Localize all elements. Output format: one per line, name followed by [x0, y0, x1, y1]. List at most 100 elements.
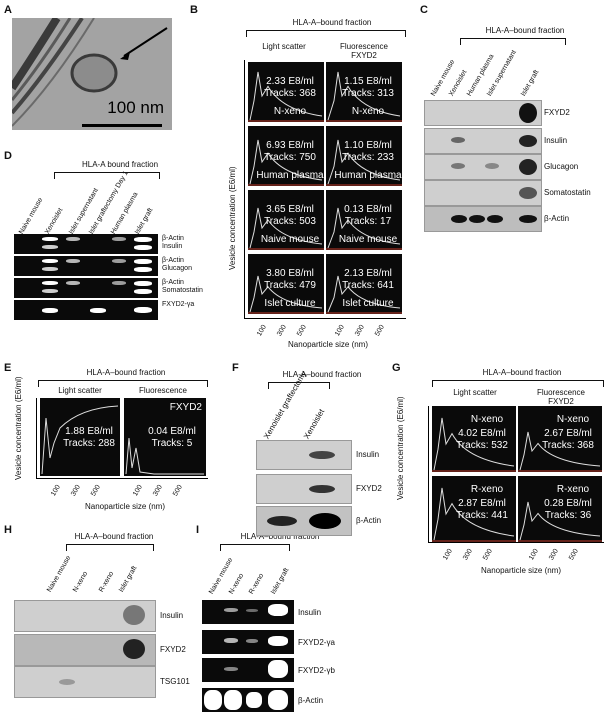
panel-e-tracks-2: Tracks: 5 — [151, 438, 193, 449]
panel-i-label: I — [196, 524, 200, 536]
western-blot-strip — [424, 154, 542, 180]
concentration-label: 2.13 E8/ml — [344, 268, 392, 279]
tick-500: 500 — [172, 483, 184, 498]
sample-label: Islet culture — [342, 298, 394, 309]
gel-row-label: Insulin — [298, 608, 322, 617]
tick-500: 500 — [568, 547, 580, 562]
sample-label: R-xeno — [556, 484, 590, 495]
western-blot-strip — [424, 100, 542, 126]
blot-row-label: Glucagon — [544, 162, 579, 171]
tick-100: 100 — [132, 483, 144, 498]
panel-f-lane-2: Xenoislet — [302, 407, 327, 441]
size-distribution-curve — [326, 71, 402, 122]
panel-b-col2b: FXYD2 — [351, 51, 377, 60]
lane-label: R-xeno — [98, 570, 116, 594]
panel-d-bracket — [54, 172, 160, 179]
concentration-label: 0.28 E8/ml — [544, 498, 592, 509]
panel-e-header: HLA-A–bound fraction — [86, 368, 166, 377]
panel-g-header: HLA-A–bound fraction — [482, 368, 562, 377]
panel-e-xlabel: Nanoparticle size (nm) — [84, 502, 166, 511]
western-blot-strip — [14, 666, 156, 698]
tracks-label: Tracks: 641 — [342, 280, 394, 291]
size-distribution-curve — [248, 139, 324, 186]
panel-a-label: A — [4, 4, 12, 16]
tick-500: 500 — [296, 323, 308, 338]
tick-300: 300 — [462, 547, 474, 562]
blot-row-label: β-Actin — [356, 516, 382, 525]
panel-i-header: HLA-A–bound fraction — [240, 532, 320, 541]
concentration-label: 6.93 E8/ml — [266, 140, 314, 151]
blot-row-label: Insulin — [356, 450, 380, 459]
panel-e-col2: Fluorescence — [138, 386, 188, 395]
panel-b-yaxis — [244, 60, 245, 318]
panel-e-conc-1: 1.88 E8/ml — [65, 426, 113, 437]
panel-b-xlabel: Nanoparticle size (nm) — [287, 340, 369, 349]
panel-e-ylabel: Vesicle concentration (E6/ml) — [14, 376, 23, 480]
panel-h-label: H — [4, 524, 12, 536]
tick-300: 300 — [548, 547, 560, 562]
lane-label: Islet graft — [118, 565, 139, 594]
panel-e-fluorescence: FXYD2 0.04 E8/ml Tracks: 5 — [124, 398, 206, 476]
panel-g-col2b: FXYD2 — [548, 397, 574, 406]
concentration-label: 4.02 E8/ml — [458, 428, 506, 439]
agarose-gel-strip — [14, 278, 158, 298]
tracks-label: Tracks: 503 — [264, 216, 316, 227]
lane-label: Xenoislet — [44, 207, 65, 236]
blot-row-label: FXYD2 — [160, 645, 186, 654]
lane-label: N-xeno — [228, 572, 246, 596]
blot-row-label: β-Actin — [544, 214, 570, 223]
tick-500: 500 — [374, 323, 386, 338]
agarose-gel-strip — [202, 600, 294, 624]
panel-h-header: HLA-A–bound fraction — [74, 532, 154, 541]
western-blot-strip — [424, 128, 542, 154]
concentration-label: 1.15 E8/ml — [344, 76, 392, 87]
tick-300: 300 — [70, 483, 82, 498]
gel-row-label-2: Insulin — [162, 243, 183, 250]
gel-row-label: FXYD2-γb — [298, 666, 335, 675]
panel-g-col1: Light scatter — [453, 388, 497, 397]
panel-g-ylabel: Vesicle concentration (E6/ml) — [396, 396, 405, 500]
panel-e-curve-1 — [41, 405, 119, 475]
panel-i-bracket — [220, 544, 290, 551]
gel-row-label-1: β-Actin — [162, 235, 184, 242]
blot-row-label: TSG101 — [160, 677, 190, 686]
panel-b-col2a: Fluorescence — [339, 42, 389, 51]
size-distribution-curve — [248, 207, 324, 250]
agarose-gel-strip — [14, 256, 158, 276]
tick-100: 100 — [442, 547, 454, 562]
size-distribution-curve — [518, 431, 602, 472]
panel-e-curve-2 — [125, 437, 204, 475]
tracks-label: Tracks: 441 — [456, 510, 508, 521]
size-distribution-curve — [518, 501, 602, 542]
size-distribution-curve — [248, 71, 324, 122]
lane-label: Islet graft — [134, 207, 155, 236]
agarose-gel-strip — [202, 630, 294, 654]
em-image: 100 nm — [12, 18, 172, 130]
sample-label: Human plasma — [256, 170, 324, 181]
lane-label: Naive mouse — [46, 554, 73, 594]
panel-e-conc-2: 0.04 E8/ml — [148, 426, 196, 437]
panel-b-ylabel: Vesicle concentration (E6/ml) — [228, 166, 237, 270]
sample-label: N-xeno — [351, 106, 385, 117]
blot-row-label: FXYD2 — [544, 108, 570, 117]
gel-row-label-1: FXYD2-γa — [162, 301, 195, 308]
panel-h-bracket — [66, 544, 154, 551]
gel-row-label: FXYD2-γa — [298, 638, 335, 647]
panel-g-label: G — [392, 362, 401, 374]
gel-row-label-1: β-Actin — [162, 279, 184, 286]
sample-label: Human plasma — [334, 170, 402, 181]
tick-500: 500 — [90, 483, 102, 498]
gel-row-label: β-Actin — [298, 696, 324, 705]
lane-label: Naive mouse — [18, 196, 45, 236]
tick-100: 100 — [528, 547, 540, 562]
panel-c-label: C — [420, 4, 428, 16]
gel-row-label-1: β-Actin — [162, 257, 184, 264]
blot-row-label: Insulin — [160, 611, 184, 620]
sample-label: N-xeno — [470, 414, 504, 425]
